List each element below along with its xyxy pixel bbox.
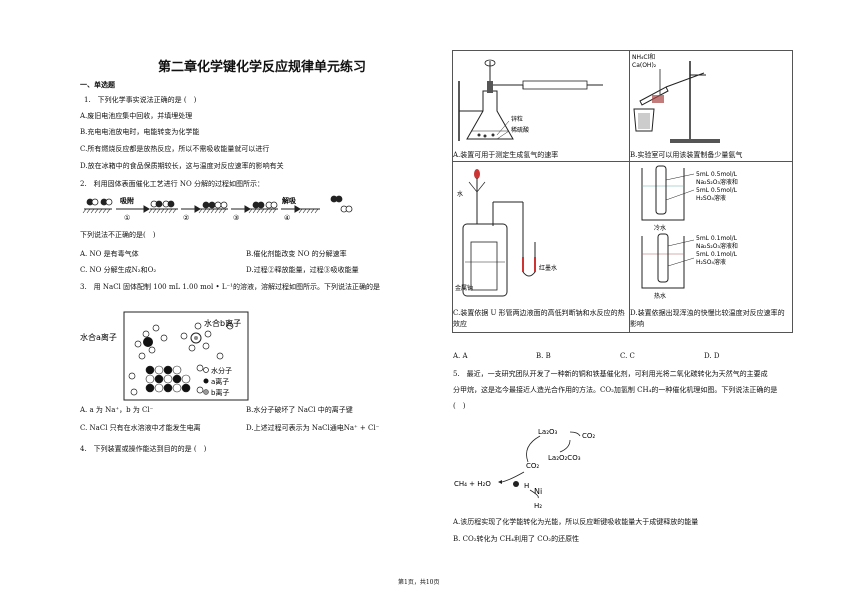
q2-label-adsorb: 吸附 [120, 196, 134, 205]
q2-label-step1: ① [124, 214, 130, 222]
q4-answer-b: B. B [536, 352, 551, 360]
q3-legend-water: 水分子 [211, 366, 232, 375]
q4-answer-a: A. A [453, 352, 468, 360]
q5-stem-line1: 5. 最近，一支研究团队开发了一种新的铜和铁基催化剂，可利用光将二氧化碳转化为天… [453, 370, 768, 378]
q4-a-label-acid: 稀硫酸 [511, 126, 529, 134]
q4-cell-c: 水 金属钠 红墨水 C.装置依据 U 形管两边液面的高低判断钠和水反应的热效应 [452, 161, 630, 333]
q4-answer-d: D. D [704, 352, 720, 360]
q3-label-a: 水合a离子 [80, 332, 117, 342]
q4-c-label-ink: 红墨水 [539, 264, 557, 272]
q2-figure: 吸附 ① ② ③ 解吸 ④ [82, 195, 353, 222]
q3-option-a: A. a 为 Na⁺，b 为 Cl⁻ [80, 406, 154, 414]
q2-stem: 2. 利用固体表面催化工艺进行 NO 分解的过程如图所示： [80, 180, 264, 188]
q4-b-label-1: NH₄Cl和 [632, 53, 655, 61]
q4-fig-b: NH₄Cl和 Ca(OH)₂ [632, 53, 720, 143]
q4-a-label-zn: 锌粒 [511, 115, 523, 123]
q3-legend-a: a离子 [211, 377, 229, 386]
q4-d-label-6: Na₂S₂O₃溶液和 [696, 242, 738, 250]
q4-cell-d: 5mL 0.5mol/L Na₂S₂O₃溶液和 5mL 0.5mol/L H₂S… [629, 161, 793, 333]
q5-mechanism-figure: La₂O₃ CO₂ La₂O₂CO₃ CO₂ H Ni H₂ CH₄ + H₂O [454, 428, 595, 510]
q4-c-label-water: 水 [457, 190, 463, 198]
q4-fig-c: 水 金属钠 红墨水 [455, 169, 557, 297]
q4-d-label-5: 5mL 0.1mol/L [696, 235, 738, 242]
q1-option-a: A.废旧电池应集中回收，并填埋处理 [80, 112, 193, 120]
q1-option-d: D.放在冰箱中的食品保质期较长，这与温度对反应速率的影响有关 [80, 162, 284, 170]
q5-stem-line2: 分甲烷，这是迄今最接近人造光合作用的方法。CO₂加氢制 CH₄的一种催化机理如图… [453, 386, 778, 394]
q4-d-label-hot: 热水 [654, 292, 666, 300]
section-heading: 一、单选题 [80, 80, 115, 89]
q1-option-c: C.所有燃烧反应都是放热反应，所以不需吸收能量就可以进行 [80, 145, 270, 153]
q3-option-d: D.上述过程可表示为 NaCl通电Na⁺ + Cl⁻ [246, 424, 380, 432]
q2-option-c: C. NO 分解生成N₂和O₂ [80, 266, 157, 274]
q4-d-label-3: 5mL 0.5mol/L [696, 187, 738, 194]
q5-fig-la2o2co3: La₂O₂CO₃ [548, 454, 581, 462]
q4-stem: 4. 下列装置或操作能达到目的的是 ( ) [80, 445, 207, 453]
q5-fig-co2-top: CO₂ [582, 432, 595, 440]
q3-option-b: B.水分子破坏了 NaCl 中的离子键 [246, 406, 353, 414]
q3-stem: 3. 用 NaCl 固体配制 100 mL 1.00 mol • L⁻¹的溶液，… [80, 283, 380, 291]
q4-d-label-8: H₂SO₄溶液 [696, 258, 726, 266]
q5-stem-line3: ( ) [453, 402, 466, 410]
q3-figure: 水分子 a离子 b离子 水合a离子 水合b离子 [80, 311, 249, 401]
q1-option-b: B.充电电池放电时，电能转变为化学能 [80, 128, 200, 136]
q4-c-label-na: 金属钠 [455, 284, 473, 292]
q5-fig-h2: H₂ [534, 502, 542, 510]
q4-caption-a: A.装置可用于测定生成氢气的速率 [453, 151, 559, 159]
q2-label-step2: ② [183, 214, 189, 222]
q3-option-c: C. NaCl 只有在水溶液中才能发生电离 [80, 424, 201, 432]
q4-fig-a: 锌粒 稀硫酸 [458, 59, 603, 141]
q4-fig-d: 5mL 0.5mol/L Na₂S₂O₃溶液和 5mL 0.5mol/L H₂S… [641, 165, 738, 300]
q2-label-step4: ④ [284, 214, 290, 222]
q2-option-a: A. NO 是有毒气体 [80, 250, 139, 258]
q1-stem: 1. 下列化学事实说法正确的是 ( ) [84, 96, 197, 104]
q4-cell-a: 锌粒 稀硫酸 A.装置可用于测定生成氢气的速率 [452, 50, 630, 162]
q3-legend-b: b离子 [211, 388, 229, 397]
q2-option-d: D.过程②释放能量，过程③吸收能量 [246, 266, 359, 274]
q5-option-a: A.该历程实现了化学能转化为光能，所以反应断键吸收能量大于成键释放的能量 [453, 518, 699, 526]
q3-label-b: 水合b离子 [204, 318, 241, 328]
q2-ask: 下列说法不正确的是( ) [80, 231, 156, 239]
page-footer: 第1页，共10页 [398, 579, 440, 586]
q4-caption-b: B.实验室可以用该装置制备少量氨气 [630, 151, 743, 159]
q4-d-label-1: 5mL 0.5mol/L [696, 171, 738, 178]
q5-fig-h: H [524, 482, 529, 490]
q4-cell-b: NH₄Cl和 Ca(OH)₂ B.实验室可以用该装置制备少量氨气 [629, 50, 793, 162]
q2-label-desorb: 解吸 [282, 196, 297, 205]
q2-label-step3: ③ [233, 214, 239, 222]
q4-d-label-cold: 冷水 [654, 224, 666, 232]
q5-option-b: B. CO₂转化为 CH₄利用了 CO₂的还原性 [453, 535, 580, 543]
q5-fig-co2-mid: CO₂ [526, 462, 539, 470]
q5-fig-la2o3: La₂O₃ [538, 428, 558, 436]
q4-caption-c: C.装置依据 U 形管两边液面的高低判断钠和水反应的热效应 [453, 309, 625, 328]
q4-b-label-2: Ca(OH)₂ [632, 62, 657, 69]
q4-d-label-2: Na₂S₂O₃溶液和 [696, 178, 738, 186]
q4-caption-d: D.装置依据出现浑浊的快慢比较温度对反应速率的影响 [630, 309, 785, 328]
q4-d-label-7: 5mL 0.1mol/L [696, 251, 738, 258]
q4-d-label-4: H₂SO₄溶液 [696, 194, 726, 202]
page-title: 第二章化学键化学反应规律单元练习 [158, 60, 367, 75]
q5-fig-products: CH₄ + H₂O [454, 480, 491, 488]
q4-apparatus-table: 锌粒 稀硫酸 A.装置可用于测定生成氢气的速率 NH₄Cl和 Ca(OH)₂ B… [452, 50, 793, 333]
q2-option-b: B.催化剂能改变 NO 的分解速率 [246, 250, 347, 258]
q5-fig-ni: Ni [534, 487, 542, 496]
q4-answer-c: C. C [620, 352, 635, 360]
